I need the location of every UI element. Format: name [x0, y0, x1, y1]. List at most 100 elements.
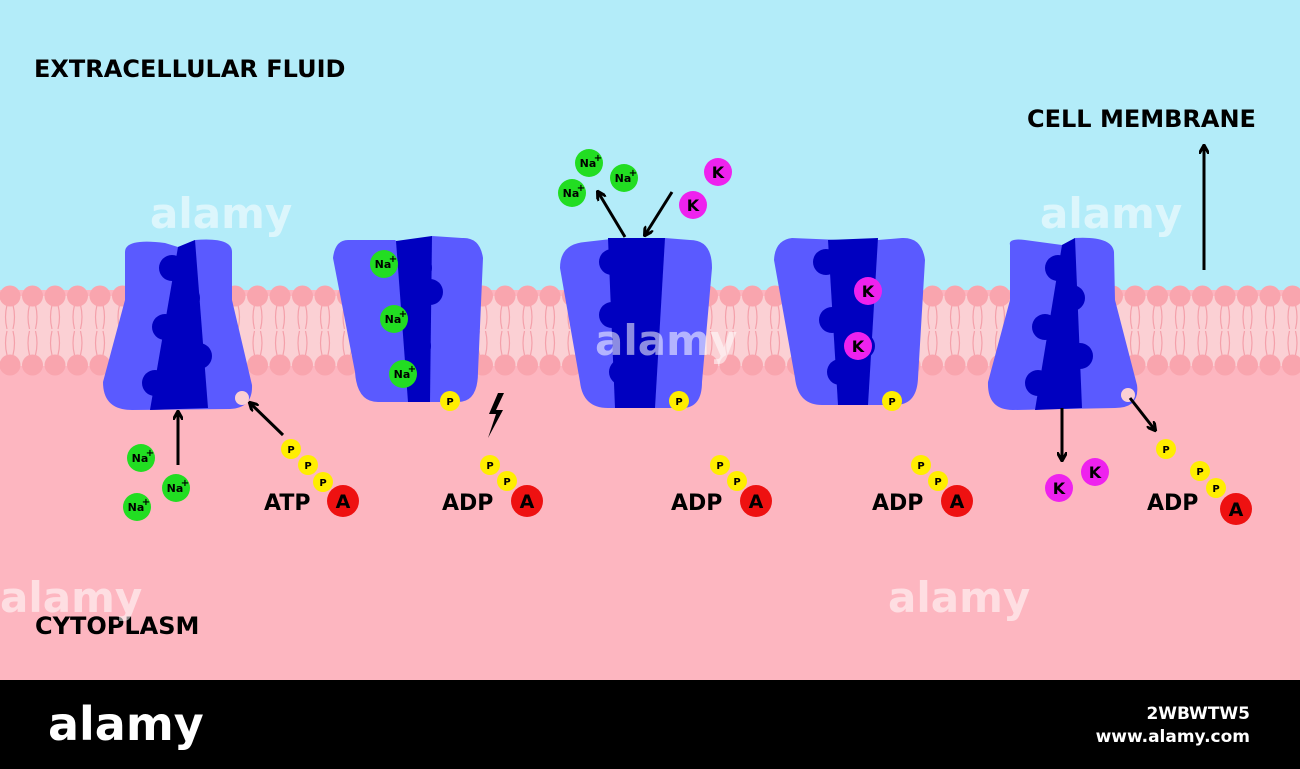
potassium-ion: K: [1045, 474, 1073, 502]
potassium-symbol: K: [1053, 479, 1066, 498]
phospholipid: [1282, 285, 1300, 376]
extracellular-label: EXTRACELLULAR FLUID: [34, 55, 345, 83]
particles: Na+Na+Na+Na+Na+Na+Na+Na+Na+KKKKKKPPPAPPP…: [123, 149, 1252, 525]
adenosine: A: [511, 485, 543, 517]
phosphate-symbol: P: [888, 397, 895, 408]
phosphate-group: P: [1156, 439, 1176, 459]
phospholipid: [539, 285, 561, 376]
adenosine: A: [941, 485, 973, 517]
arrows: [178, 146, 1204, 465]
phosphate-symbol: P: [1162, 445, 1169, 456]
charge-symbol: +: [629, 168, 637, 179]
adp-label-2: ADP: [442, 491, 493, 516]
phospholipid: [967, 285, 988, 376]
phospholipid: [1259, 285, 1281, 376]
sodium-symbol: Na: [385, 313, 402, 326]
footer-site: www.alamy.com: [1096, 727, 1250, 747]
phospholipid: [494, 285, 516, 376]
footer-bar: [0, 680, 1300, 769]
potassium-ion: K: [844, 332, 872, 360]
phosphate-symbol: P: [917, 461, 924, 472]
sodium-ion: Na+: [370, 250, 398, 278]
sodium-ion: Na+: [162, 474, 190, 502]
charge-symbol: +: [577, 183, 585, 194]
phospholipid: [22, 285, 43, 376]
sodium-symbol: Na: [375, 258, 392, 271]
phosphate-symbol: P: [503, 477, 510, 488]
cell-membrane-label: CELL MEMBRANE: [1027, 105, 1256, 133]
pump-state-5-k-release: [987, 237, 1138, 410]
arrow-k-in: [645, 191, 674, 235]
phosphate-symbol: P: [733, 477, 740, 488]
phospholipid: [67, 285, 88, 376]
adenosine-symbol: A: [950, 491, 965, 513]
sodium-ion: Na+: [389, 360, 417, 388]
phosphate-group: P: [440, 391, 460, 411]
pump-state-4-k-bound: [774, 237, 925, 405]
sodium-ion: Na+: [380, 305, 408, 333]
phospholipid: [89, 285, 111, 376]
pump-state-3-open-outside: [560, 238, 712, 408]
adenosine: A: [327, 485, 359, 517]
cytoplasm-label: CYTOPLASM: [35, 612, 199, 640]
adp-label-4: ADP: [872, 491, 923, 516]
sodium-ion: Na+: [575, 149, 603, 177]
sodium-ion: Na+: [610, 164, 638, 192]
potassium-ion: K: [854, 277, 882, 305]
phospholipid: [764, 285, 786, 376]
sodium-symbol: Na: [128, 501, 145, 514]
phosphate-group: P: [928, 471, 948, 491]
phosphate-group: P: [480, 455, 500, 475]
phosphate-symbol: P: [716, 461, 723, 472]
charge-symbol: +: [399, 309, 407, 320]
phosphate-group: P: [669, 391, 689, 411]
phosphate-group: P: [497, 471, 517, 491]
watermark-3: alamy: [1040, 189, 1182, 238]
phospholipid: [0, 285, 21, 376]
phospholipid: [944, 285, 966, 376]
phospholipid: [922, 285, 943, 376]
potassium-symbol: K: [1089, 463, 1102, 482]
potassium-symbol: K: [712, 163, 725, 182]
charge-symbol: +: [594, 153, 602, 164]
sodium-symbol: Na: [394, 368, 411, 381]
sodium-ion: Na+: [558, 179, 586, 207]
phospholipid: [292, 285, 313, 376]
arrow-na-out: [598, 192, 627, 238]
phospholipid: [247, 285, 268, 376]
phospholipid: [44, 285, 66, 376]
phosphate-group: P: [911, 455, 931, 475]
sodium-symbol: Na: [615, 172, 632, 185]
potassium-ion: K: [679, 191, 707, 219]
sodium-symbol: Na: [580, 157, 597, 170]
phosphate-group: P: [281, 439, 301, 459]
phosphate-symbol: P: [1196, 467, 1203, 478]
adenosine-symbol: A: [336, 491, 351, 513]
potassium-symbol: K: [687, 196, 700, 215]
pump-state-1-open-inside: [103, 239, 253, 410]
charge-symbol: +: [142, 497, 150, 508]
arrow-phosphate-release: [1128, 397, 1155, 430]
phospholipid: [719, 285, 741, 376]
watermark-4: alamy: [0, 573, 142, 622]
watermark-5: alamy: [888, 573, 1030, 622]
watermark-1: alamy: [150, 189, 292, 238]
potassium-symbol: K: [852, 337, 865, 356]
charge-symbol: +: [389, 254, 397, 265]
potassium-ion: K: [1081, 458, 1109, 486]
watermarks: alamy alamy alamy alamy alamy: [0, 189, 1182, 622]
phosphate-group: P: [1206, 478, 1226, 498]
phosphate-group: P: [727, 471, 747, 491]
sodium-ion: Na+: [127, 444, 155, 472]
adenosine: A: [740, 485, 772, 517]
phospholipid: [742, 285, 763, 376]
phospholipid: [269, 285, 291, 376]
phospholipid: [314, 285, 336, 376]
phospholipid: [1214, 285, 1236, 376]
footer-image-id: 2WBWTW5: [1146, 704, 1250, 724]
sodium-symbol: Na: [132, 452, 149, 465]
adenosine-symbol: A: [520, 491, 535, 513]
phosphate-symbol: P: [934, 477, 941, 488]
phosphate-group: P: [1190, 461, 1210, 481]
adenosine-symbol: A: [1229, 499, 1244, 521]
